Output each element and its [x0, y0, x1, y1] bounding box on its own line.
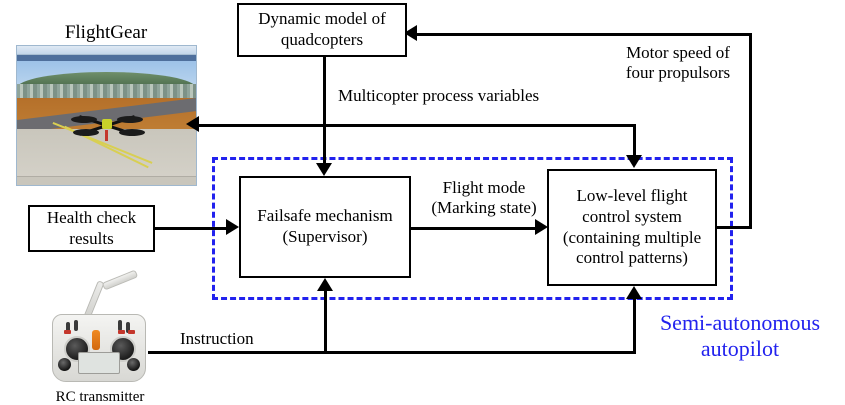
- arrowhead-into-lowlevel-top: [626, 155, 642, 168]
- arrowhead-into-lowlevel-left: [535, 219, 548, 235]
- rc-right-stick: [110, 336, 136, 362]
- dynamic-model-label: Dynamic model of quadcopters: [258, 9, 386, 49]
- motor-speed-label: Motor speed of four propulsors: [625, 43, 731, 83]
- arrowhead-into-lowlevel-bottom: [626, 286, 642, 299]
- failsafe-mechanism-label: Failsafe mechanism (Supervisor): [257, 206, 393, 246]
- rc-transmitter-image: [44, 269, 154, 388]
- edge-instruction-horizontal: [148, 351, 636, 354]
- lowlevel-control-label: Low-level flight control system (contain…: [562, 186, 702, 268]
- lowlevel-control-box[interactable]: Low-level flight control system (contain…: [547, 169, 717, 286]
- edge-process-variables-vertical: [323, 57, 326, 164]
- arrowhead-into-failsafe-bottom: [317, 278, 333, 291]
- flight-mode-label: Flight mode (Marking state): [431, 178, 537, 218]
- edge-instruction-to-failsafe: [324, 291, 327, 352]
- process-variables-label: Multicopter process variables: [338, 86, 540, 105]
- edge-flight-mode: [411, 227, 537, 230]
- arrowhead-into-flightgear: [186, 116, 199, 132]
- fg-menubar: [17, 55, 196, 61]
- fg-statusbar: [17, 176, 196, 185]
- rc-antenna: [101, 269, 139, 291]
- arrowhead-into-failsafe-left: [226, 219, 239, 235]
- edge-process-variables-horizontal: [196, 124, 636, 127]
- edge-process-variables-to-lowlevel: [633, 124, 636, 156]
- flightgear-window-image: [16, 45, 197, 186]
- edge-health-to-failsafe: [155, 227, 229, 230]
- rc-center-grip: [92, 330, 100, 350]
- edge-motor-speed-from-lowlevel: [715, 226, 752, 229]
- rc-transmitter-label: RC transmitter: [55, 389, 145, 405]
- health-check-label: Health check results: [46, 207, 137, 248]
- semi-autonomous-autopilot-caption: Semi-autonomous autopilot: [659, 310, 821, 362]
- edge-motor-speed-top: [415, 33, 752, 36]
- health-check-box[interactable]: Health check results: [28, 205, 155, 252]
- failsafe-mechanism-box[interactable]: Failsafe mechanism (Supervisor): [239, 176, 411, 278]
- rc-lcd-screen: [78, 352, 120, 374]
- instruction-label: Instruction: [180, 329, 254, 348]
- flightgear-label: FlightGear: [64, 22, 148, 43]
- fg-titlebar: [17, 46, 196, 55]
- dynamic-model-box[interactable]: Dynamic model of quadcopters: [237, 3, 407, 57]
- fg-city: [17, 84, 196, 102]
- arrowhead-into-dynamic-model: [404, 25, 417, 41]
- edge-instruction-to-lowlevel: [633, 299, 636, 352]
- edge-motor-speed-vertical: [749, 33, 752, 228]
- arrowhead-into-failsafe-top: [316, 163, 332, 176]
